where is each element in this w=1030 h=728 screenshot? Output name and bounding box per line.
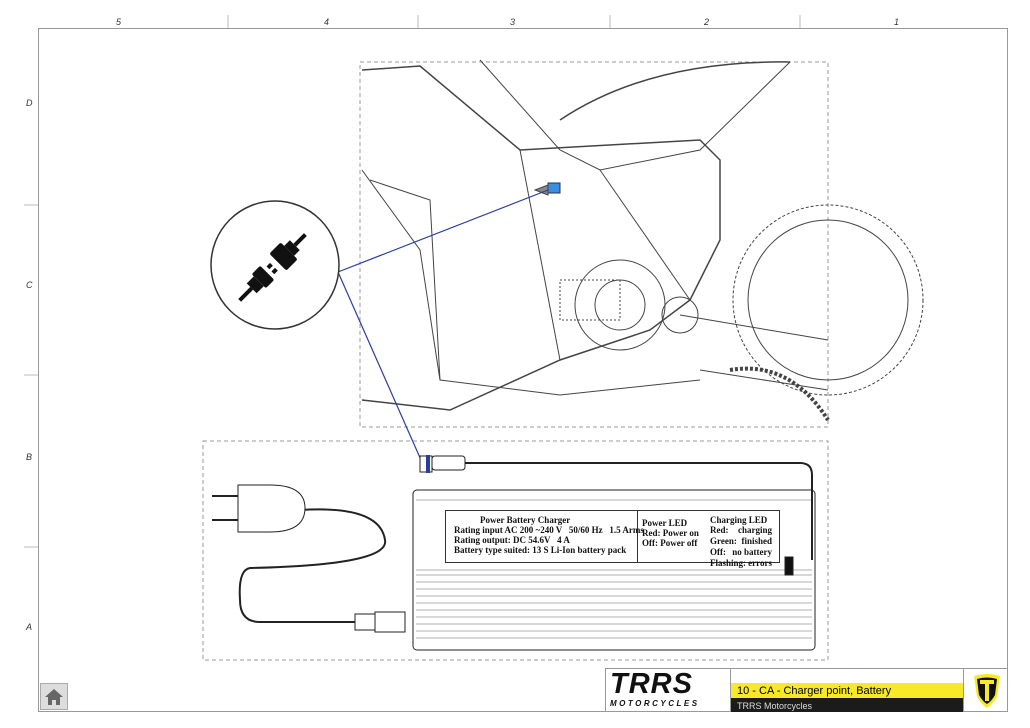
drawing-frame [38, 28, 1008, 712]
led-state: Flashing: [710, 558, 747, 568]
charger-spec-output: Rating output: DC 54.6V 4 A [454, 535, 570, 545]
motorcycle-illustration [359, 59, 924, 428]
led-meaning: errors [748, 558, 772, 568]
title-block: TRRS MOTORCYCLES 10 - CA - Charger point… [605, 668, 1008, 712]
trrs-logo: TRRS MOTORCYCLES [610, 669, 728, 711]
ruler-row-a: A [26, 622, 33, 632]
led-meaning: charging [737, 525, 772, 535]
company-name: TRRS Motorcycles [731, 698, 963, 712]
charger-spec-label: Power Battery Charger Rating input AC 20… [445, 510, 780, 568]
charger-spec-input: Rating input AC 200 ~240 V 50/60 Hz 1.5 … [454, 525, 644, 535]
led-meaning: no battery [732, 547, 772, 557]
logo-subtext: MOTORCYCLES [610, 699, 700, 708]
charging-led-table: Red: charging Green: finished Off: no batte… [710, 525, 772, 569]
led-state: Green: [710, 536, 737, 546]
charger-spec-battery: Battery type suited: 13 S Li-Ion battery… [454, 545, 627, 555]
ruler-col-3: 3 [510, 17, 516, 27]
power-led-on: Red: Power on [642, 528, 699, 538]
drawing-title: 10 - CA - Charger point, Battery [731, 683, 963, 698]
home-icon [45, 689, 63, 705]
ruler-col-2: 2 [704, 17, 710, 27]
charger-title: Power Battery Charger [480, 515, 571, 525]
charging-led-title: Charging LED [710, 515, 768, 525]
led-state: Off: [710, 547, 726, 557]
ruler-row-b: B [26, 452, 33, 462]
ruler-row-c: C [26, 280, 33, 290]
charger-plug-callout-icon [210, 200, 340, 330]
trrs-shield-icon [974, 674, 1000, 708]
power-led-off: Off: Power off [642, 538, 698, 548]
ruler-col-5: 5 [116, 17, 122, 27]
ruler-col-4: 4 [324, 17, 330, 27]
home-button[interactable] [40, 683, 68, 710]
power-led-title: Power LED [642, 518, 688, 528]
led-meaning: finished [741, 536, 772, 546]
logo-text: TRRS [610, 668, 693, 700]
ruler-row-d: D [26, 98, 33, 108]
callout-leader-lines [337, 189, 549, 461]
ruler-col-1: 1 [894, 17, 900, 27]
charger-diagram [212, 455, 816, 651]
led-state: Red: [710, 525, 729, 535]
